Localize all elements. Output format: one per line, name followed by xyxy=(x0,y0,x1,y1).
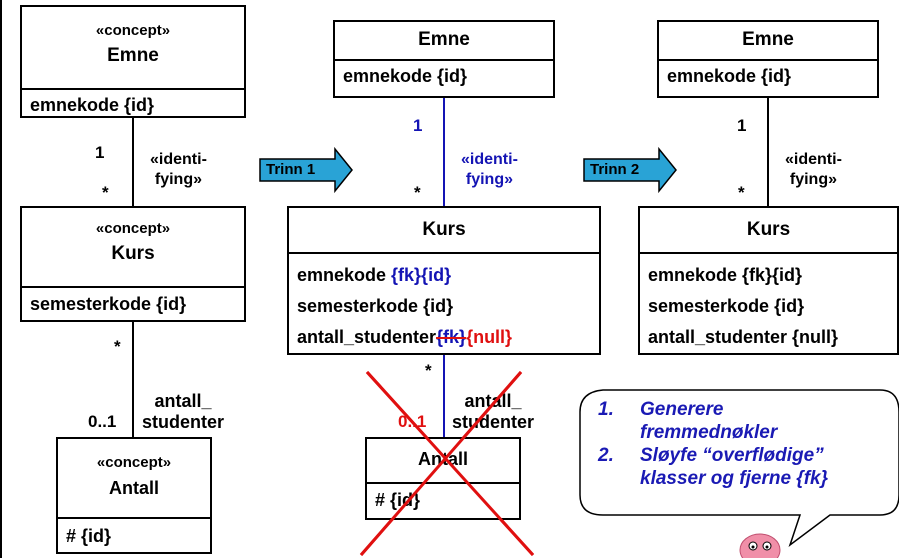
middle-emne-attr: emnekode {id} xyxy=(343,66,468,86)
left-kurs-class: «concept» Kurs semesterkode {id} xyxy=(20,206,246,322)
left-antall-attr: # {id} xyxy=(66,526,112,546)
callout-step-1: 1. Generere fremmednøkler xyxy=(598,398,898,444)
left-emne-class: «concept» Emne emnekode {id} xyxy=(20,5,246,118)
callout-step-1-line1: Generere xyxy=(640,399,724,420)
middle-assoc2-mult-top: * xyxy=(425,361,432,380)
callout-step-2: 2. Sløyfe “overflødige” klasser og fjern… xyxy=(598,444,898,490)
left-antall-stereotype: «concept» xyxy=(96,454,172,471)
middle-antall-class: Antall # {id} xyxy=(365,437,521,520)
right-kurs-class: Kurs emnekode {fk}{id} semesterkode {id}… xyxy=(638,206,899,355)
left-assoc1-label: «identi- fying» xyxy=(150,150,207,190)
callout-step-2-num: 2. xyxy=(598,445,614,466)
middle-assoc2-label-line2: studenter xyxy=(452,412,535,432)
middle-kurs-name: Kurs xyxy=(422,219,466,240)
right-assoc1-label-line2: fying» xyxy=(789,171,837,188)
middle-kurs-attr1-fk: {fk}{id} xyxy=(391,265,452,285)
middle-kurs-attr1-name: emnekode xyxy=(297,265,392,285)
left-emne-stereotype: «concept» xyxy=(95,22,171,39)
left-kurs-attr: semesterkode {id} xyxy=(30,294,187,314)
callout-steps: 1. Generere fremmednøkler 2. Sløyfe “ove… xyxy=(598,398,898,490)
left-assoc2-mult-top: * xyxy=(114,337,121,356)
middle-assoc1-label: «identi- fying» xyxy=(461,150,518,190)
middle-assoc1-mult-bottom: * xyxy=(414,183,421,202)
right-assoc1-mult-top: 1 xyxy=(737,116,747,135)
right-kurs-attr3: antall_studenter {null} xyxy=(648,327,839,347)
middle-antall-name: Antall xyxy=(417,449,468,469)
left-assoc2-label-line2: studenter xyxy=(142,412,225,432)
left-assoc2-label-line1: antall_ xyxy=(154,391,212,411)
middle-kurs-class: Kurs emnekode {fk}{id} semesterkode {id}… xyxy=(287,206,601,355)
middle-emne-name: Emne xyxy=(418,29,470,50)
middle-kurs-attr3: antall_studenter{fk}{null} xyxy=(297,322,599,353)
left-antall-name: Antall xyxy=(108,478,159,498)
right-kurs-name: Kurs xyxy=(746,219,791,240)
step2-arrow xyxy=(583,146,677,194)
right-assoc1-label: «identi- fying» xyxy=(785,150,842,190)
callout-step-2-line2: klasser og fjerne {fk} xyxy=(640,468,828,489)
left-assoc1-mult-bottom: * xyxy=(102,183,109,202)
left-assoc1-mult-top: 1 xyxy=(95,143,105,162)
left-emne-name: Emne xyxy=(107,45,159,66)
middle-kurs-attr1: emnekode {fk}{id} xyxy=(297,260,599,291)
left-assoc2-label: antall_ studenter xyxy=(142,391,224,433)
right-assoc1-mult-bottom: * xyxy=(738,183,745,202)
middle-kurs-attr3-name: antall_studenter xyxy=(297,327,437,347)
middle-assoc2-label-line1: antall_ xyxy=(464,391,522,411)
middle-assoc2-mult-bottom: 0..1 xyxy=(398,412,427,431)
middle-emne-class: Emne emnekode {id} xyxy=(333,20,555,98)
callout-step-2-line1: Sløyfe “overflødige” xyxy=(640,445,824,466)
right-emne-attr: emnekode {id} xyxy=(667,66,792,86)
step1-arrow xyxy=(259,146,353,194)
middle-assoc1-mult-top: 1 xyxy=(413,116,423,135)
left-assoc2-mult-bottom: 0..1 xyxy=(88,412,117,431)
middle-assoc1-label-line1: «identi- xyxy=(461,151,518,168)
middle-kurs-attr3-null: {null} xyxy=(466,327,513,347)
right-assoc1-label-line1: «identi- xyxy=(785,151,842,168)
middle-assoc2-label: antall_ studenter xyxy=(452,391,534,433)
right-kurs-attr1: emnekode {fk}{id} xyxy=(648,265,803,285)
mascot-icon xyxy=(739,533,781,558)
left-assoc1-label-line1: «identi- xyxy=(150,151,207,168)
callout-bubble xyxy=(579,389,899,548)
callout-step-1-line2: fremmednøkler xyxy=(640,422,778,443)
page-border xyxy=(0,0,2,558)
middle-kurs-attr2: semesterkode {id} xyxy=(297,296,454,316)
middle-kurs-attr3-fk-struck: {fk} xyxy=(436,327,467,347)
left-kurs-stereotype: «concept» xyxy=(95,220,171,237)
left-kurs-name: Kurs xyxy=(111,243,155,264)
middle-assoc1-label-line2: fying» xyxy=(465,171,513,188)
left-emne-attr: emnekode {id} xyxy=(30,95,155,115)
step2-label: Trinn 2 xyxy=(590,161,640,178)
step1-label: Trinn 1 xyxy=(266,161,316,178)
right-kurs-attr2: semesterkode {id} xyxy=(648,296,805,316)
middle-antall-attr: # {id} xyxy=(375,490,421,510)
callout-step-1-num: 1. xyxy=(598,399,614,420)
right-emne-name: Emne xyxy=(742,29,794,50)
right-emne-class: Emne emnekode {id} xyxy=(657,20,879,98)
left-assoc1-label-line2: fying» xyxy=(154,171,202,188)
left-antall-class: «concept» Antall # {id} xyxy=(56,437,212,554)
